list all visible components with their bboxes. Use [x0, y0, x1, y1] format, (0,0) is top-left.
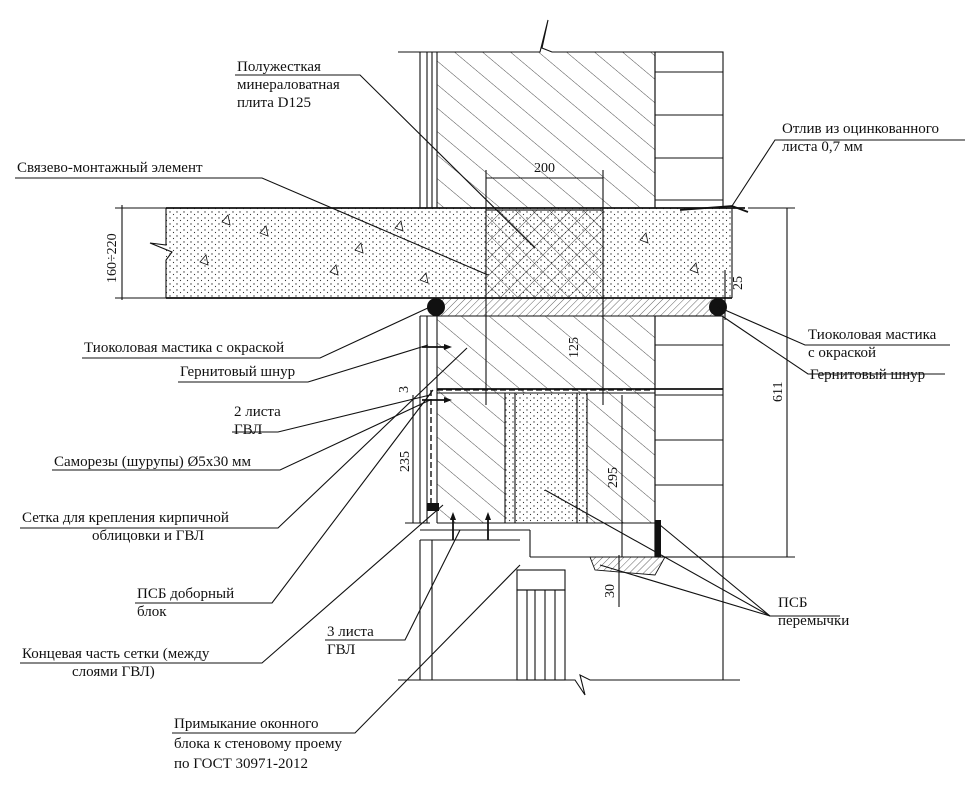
dim-235: 235 — [398, 451, 413, 472]
label-insulation-2: минераловатная — [237, 77, 340, 93]
label-insulation-1: Полужесткая — [237, 59, 321, 75]
label-psb-lintel-1: ПСБ — [778, 595, 807, 611]
dimension-lines: 200 160÷220 25 125 611 3 235 295 30 — [105, 161, 795, 607]
dense-insulation-strip — [420, 298, 727, 317]
label-mesh-2: облицовки и ГВЛ — [92, 528, 204, 544]
label-mesh-end-1: Концевая часть сетки (между — [22, 646, 210, 662]
label-mesh-1: Сетка для крепления кирпичной — [22, 510, 229, 526]
mineral-wool-insulation — [485, 209, 604, 299]
floor-slab — [149, 207, 745, 299]
screw — [422, 344, 452, 350]
screw — [485, 512, 491, 540]
dim-200: 200 — [534, 161, 555, 176]
lower-wall — [419, 298, 723, 557]
label-gernit-left: Гернитовый шнур — [180, 364, 295, 380]
dim-3: 3 — [397, 386, 412, 393]
label-psb-block-1: ПСБ доборный — [137, 586, 234, 602]
label-flashing-2: листа 0,7 мм — [782, 139, 863, 155]
label-psb-block-2: блок — [137, 604, 167, 620]
label-psb-lintel-2: перемычки — [778, 613, 849, 629]
window-opening — [398, 529, 740, 696]
label-window-3: по ГОСТ 30971-2012 — [174, 756, 308, 772]
dim-30: 30 — [603, 584, 618, 598]
brick-facing-upper — [654, 51, 724, 209]
dim-295: 295 — [606, 467, 621, 488]
dim-160-220: 160÷220 — [105, 233, 120, 283]
label-gvl3-1: 3 листа — [327, 624, 374, 640]
dim-611: 611 — [771, 382, 786, 402]
label-gvl2-1: 2 листа — [234, 404, 281, 420]
screws — [422, 344, 491, 540]
dim-25: 25 — [731, 276, 746, 290]
brick-facing-lower — [654, 315, 724, 680]
dim-125: 125 — [567, 337, 582, 358]
label-window-1: Примыкание оконного — [174, 716, 318, 732]
label-gvl3-2: ГВЛ — [327, 642, 355, 658]
label-mastic-left: Тиоколовая мастика с окраской — [84, 340, 284, 356]
label-mastic-right-1: Тиоколовая мастика — [808, 327, 937, 343]
label-flashing-1: Отлив из оцинкованного — [782, 121, 939, 137]
label-gernit-right: Гернитовый шнур — [810, 367, 925, 383]
callout-labels: Полужесткая минераловатная плита D125 От… — [17, 59, 939, 772]
label-connector: Связево-монтажный элемент — [17, 160, 203, 176]
screw — [450, 512, 456, 540]
gvl-mesh-layer — [427, 389, 650, 511]
label-window-2: блока к стеновому проему — [174, 736, 342, 752]
label-gvl2-2: ГВЛ — [234, 422, 262, 438]
label-screws: Саморезы (шурупы) Ø5х30 мм — [54, 454, 252, 470]
upper-wall — [398, 19, 656, 208]
leader-lines — [15, 74, 965, 734]
label-insulation-3: плита D125 — [237, 95, 311, 111]
label-mastic-right-2: с окраской — [808, 345, 876, 361]
mastic-left-seal — [427, 298, 445, 316]
label-mesh-end-2: слоями ГВЛ) — [72, 664, 155, 680]
